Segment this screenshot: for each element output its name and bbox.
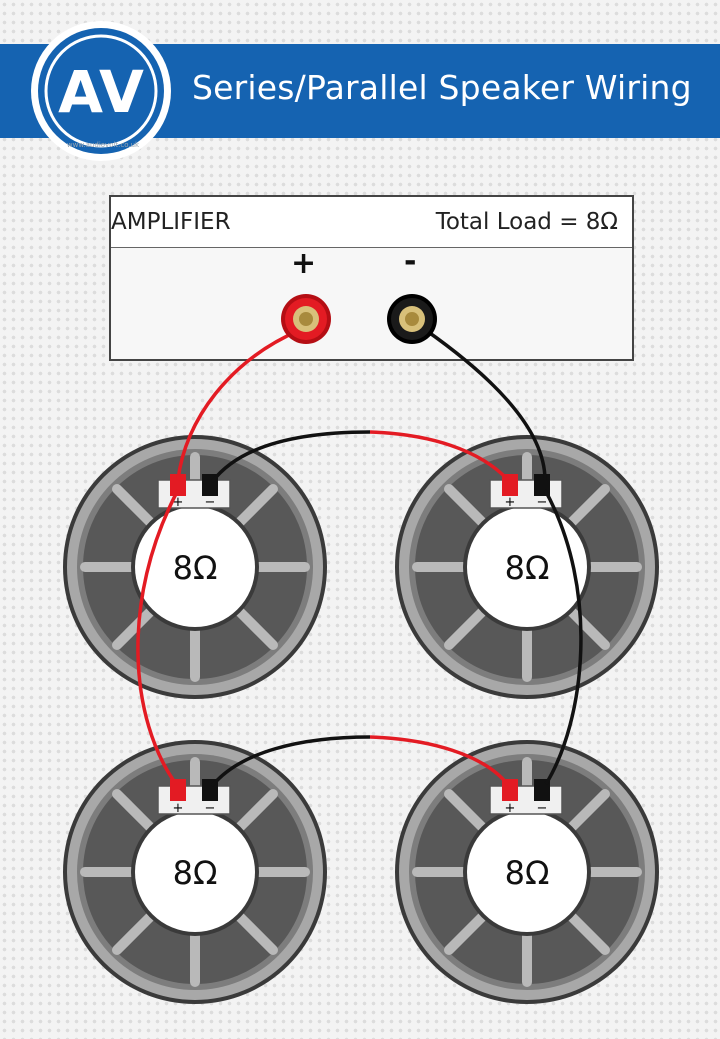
- speaker-impedance-label: 8Ω: [173, 854, 218, 892]
- positive-binding-post: [281, 294, 331, 344]
- amplifier-header: AMPLIFIER Total Load = 8Ω: [111, 197, 632, 248]
- negative-terminal-sign: -: [404, 244, 417, 279]
- link-wire-top-black: [210, 430, 371, 484]
- logo-url: www.audiovolt.co.uk: [66, 141, 140, 149]
- logo-text: AV: [58, 58, 144, 126]
- speaker-impedance-label: 8Ω: [173, 549, 218, 587]
- svg-text:+: +: [505, 495, 516, 510]
- page-title: Series/Parallel Speaker Wiring: [192, 68, 692, 107]
- terminal-block-bottom-right: + −: [489, 779, 563, 816]
- svg-text:−: −: [537, 495, 548, 510]
- speaker-bottom-left: 8Ω: [63, 740, 327, 1004]
- svg-text:+: +: [505, 801, 516, 816]
- positive-terminal-sign: +: [291, 246, 317, 281]
- speaker-bottom-right: 8Ω: [395, 740, 659, 1004]
- total-load-label: Total Load = 8Ω: [435, 209, 618, 235]
- link-wire-bottom-red: [369, 735, 510, 787]
- audiovolt-logo: AV: [28, 18, 174, 164]
- svg-text:−: −: [537, 801, 548, 816]
- link-wire-top-red: [369, 430, 510, 482]
- positive-wire-top-left-to-bottom-left: [136, 489, 180, 786]
- svg-text:−: −: [205, 495, 216, 510]
- speaker-impedance-label: 8Ω: [505, 549, 550, 587]
- speaker-top-left: 8Ω: [63, 435, 327, 699]
- svg-text:+: +: [173, 495, 184, 510]
- amplifier-box: AMPLIFIER Total Load = 8Ω: [109, 195, 634, 361]
- negative-binding-post: [387, 294, 437, 344]
- positive-wire-amp-to-top-left: [176, 328, 301, 481]
- logo-mark: AV: [31, 21, 171, 161]
- amplifier-label: AMPLIFIER: [111, 209, 231, 235]
- svg-text:−: −: [205, 801, 216, 816]
- speaker-top-right: 8Ω: [395, 435, 659, 699]
- speaker-impedance-label: 8Ω: [505, 854, 550, 892]
- negative-wire-amp-to-speakers: [413, 320, 583, 785]
- svg-text:+: +: [173, 801, 184, 816]
- link-wire-bottom-black: [210, 735, 371, 788]
- terminal-block-bottom-left: + −: [157, 779, 231, 816]
